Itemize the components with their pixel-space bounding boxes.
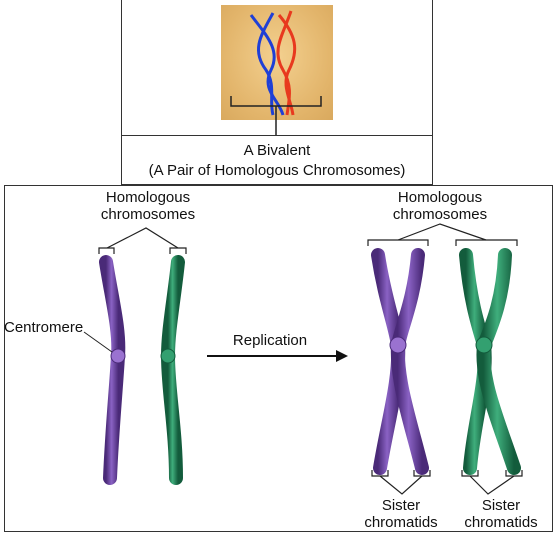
sister-a-line1: Sister — [381, 497, 421, 514]
right-homologous-label: Homologous chromosomes — [380, 189, 500, 223]
right-green-replicated-chromosome — [459, 248, 521, 475]
sister-chromatids-label-left: Sister chromatids — [355, 497, 447, 531]
sister-chromatids-bracket-purple — [371, 470, 431, 495]
left-purple-chromosome — [99, 255, 126, 485]
right-homologous-line2: chromosomes — [392, 206, 488, 223]
bivalent-caption-box: A Bivalent (A Pair of Homologous Chromos… — [121, 135, 433, 185]
red-strand-2 — [277, 14, 297, 116]
bivalent-image-panel — [221, 5, 333, 120]
sister-chromatids-label-right: Sister chromatids — [455, 497, 547, 531]
right-homologous-line1: Homologous — [397, 189, 483, 206]
right-purple-centromere — [389, 336, 407, 354]
left-purple-centromere — [110, 348, 126, 364]
sister-b-line1: Sister — [481, 497, 521, 514]
sister-b-line2: chromatids — [464, 514, 538, 531]
sister-a-line2: chromatids — [364, 514, 438, 531]
bivalent-strands — [249, 10, 297, 116]
top-frame — [121, 0, 433, 185]
sister-chromatids-bracket-green — [461, 470, 523, 495]
left-green-chromosome — [160, 255, 185, 485]
left-homologous-bracket — [98, 227, 187, 254]
bivalent-subtitle: (A Pair of Homologous Chromosomes) — [148, 162, 406, 179]
replication-label: Replication — [232, 332, 308, 349]
left-homologous-label: Homologous chromosomes — [88, 189, 208, 223]
left-homologous-line2: chromosomes — [100, 206, 196, 223]
blue-strand-2 — [256, 12, 275, 116]
replication-arrow — [207, 350, 348, 362]
left-green-centromere — [160, 348, 176, 364]
bivalent-title: A Bivalent — [243, 142, 311, 159]
right-homologous-bracket — [367, 223, 518, 246]
right-purple-replicated-chromosome — [371, 248, 429, 475]
centromere-pointer-line — [83, 331, 113, 353]
right-green-centromere — [475, 336, 493, 354]
left-homologous-line1: Homologous — [105, 189, 191, 206]
centromere-label: Centromere — [4, 319, 84, 336]
